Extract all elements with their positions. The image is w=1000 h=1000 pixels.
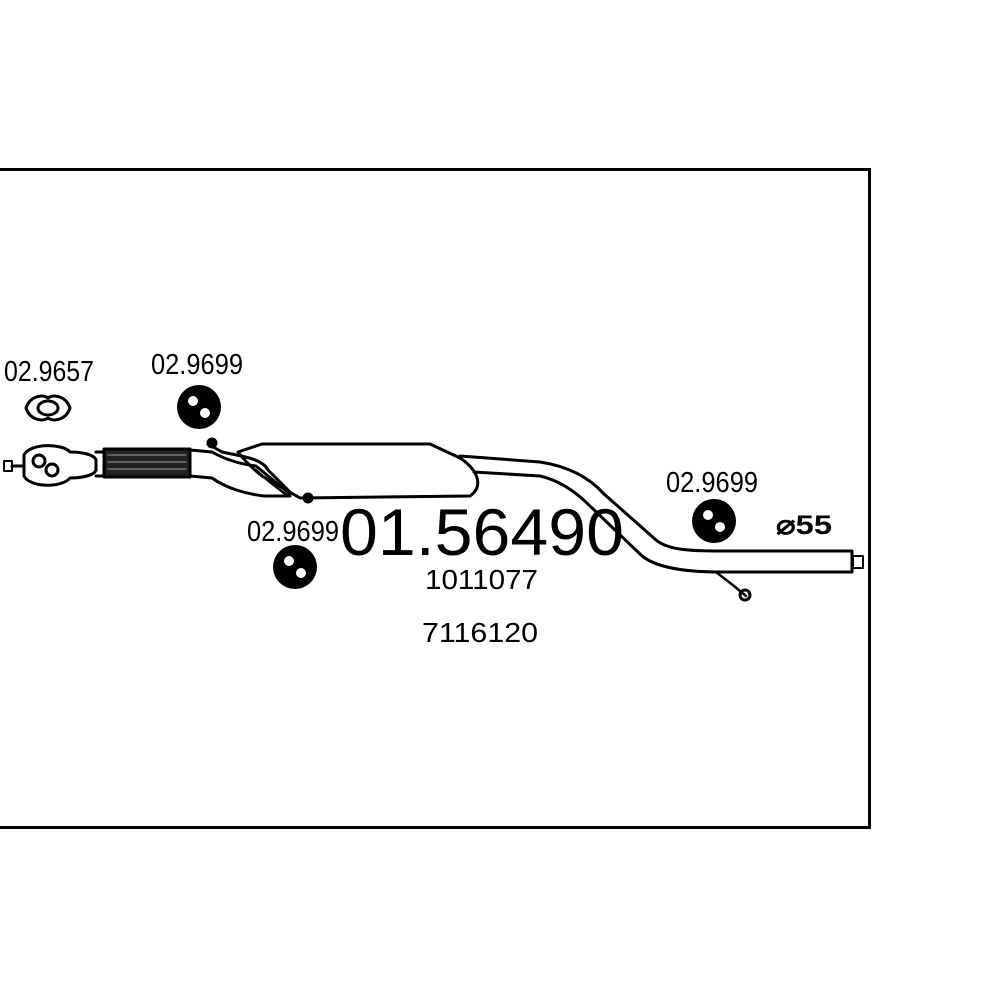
flex-pipe-section (102, 447, 192, 479)
main-part-number: 01.56490 (340, 495, 624, 569)
front-pipe (188, 448, 292, 498)
reference-number-2: 7116120 (422, 617, 538, 648)
center-silencer (236, 442, 480, 500)
exhaust-pipe-assembly (3, 437, 864, 602)
rubber-mount-icon (692, 499, 736, 543)
diameter-label: ⌀55 (776, 510, 832, 540)
rubber-mount-icon (273, 545, 317, 589)
rear-pipe (458, 454, 848, 574)
sensor-wire-icon (714, 570, 752, 602)
rubber-mount-icon (177, 385, 221, 429)
component-label-gasket: 02.9657 (4, 356, 94, 388)
inlet-flange-icon (22, 444, 98, 487)
component-label-mount-3: 02.9699 (666, 467, 758, 499)
outlet-end (844, 549, 854, 574)
gasket-icon (24, 394, 72, 422)
reference-number-1: 1011077 (425, 564, 538, 595)
component-label-mount-2: 02.9699 (247, 516, 339, 548)
right-connector-icon (852, 555, 864, 569)
component-label-mount-1: 02.9699 (151, 349, 243, 381)
drawing-frame (0, 168, 871, 829)
